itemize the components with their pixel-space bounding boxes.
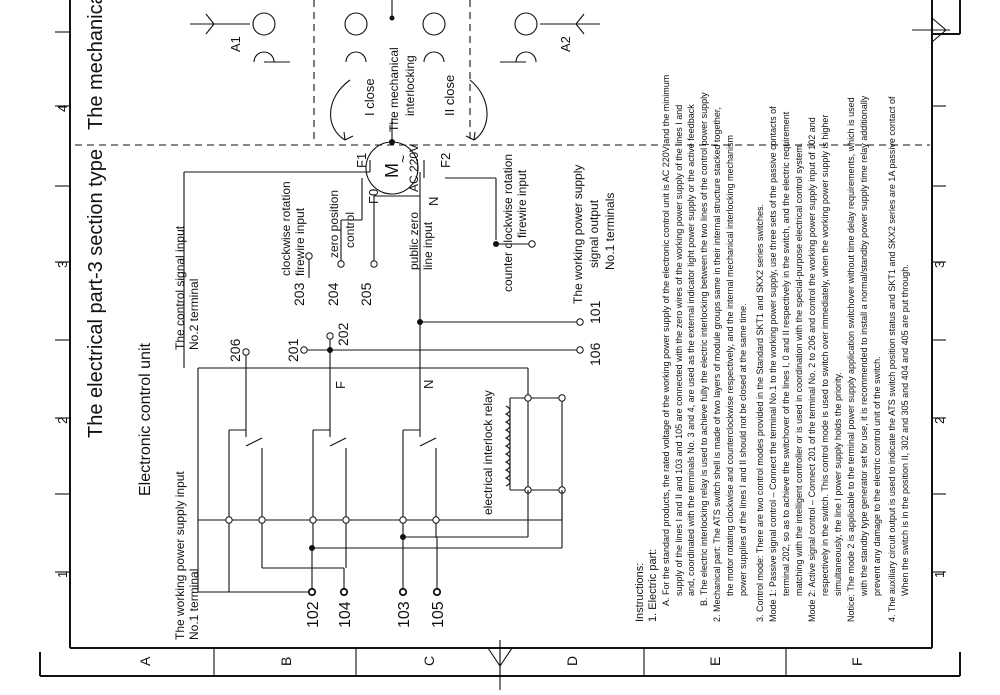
col-num-right-3: 3 [932,261,947,268]
motor [365,0,425,195]
terminal-104-label: 104 [337,601,354,628]
instruction-line-10: Mode 1: Passive signal control – Connect… [768,106,778,622]
interlock-relay [504,394,566,494]
instruction-line-6: 2. Mechanical part: The ATS switch shell… [712,107,722,622]
row-letter-b: B [278,657,294,666]
row-letter-a: A [137,656,153,666]
output-label-1: The working power supply [571,165,585,304]
drawing-frame [39,0,961,690]
terminal-203-label: 203 [291,282,307,306]
instruction-line-19: 4. The auxiliary circuit output is used … [887,96,897,622]
mech-interlock-label-2: interlocking [403,55,417,116]
node-f-label: F [333,381,348,389]
f2-label: F2 [438,153,453,168]
interlock-relay-label: electrical interlock relay [481,390,495,515]
mechanical-section [190,0,600,141]
motor-voltage: AC 220V [407,144,421,192]
col-num-right-1: 1 [932,571,947,578]
instruction-line-20: When the switch is in the position II, 3… [900,264,910,596]
ccw-firewire-label-2: firewire input [515,169,529,238]
control-signal-input-terminal: No.2 terminal [187,279,201,350]
col-num-left-4: 4 [55,105,70,112]
col-num-right-2: 2 [932,417,947,424]
main-title: The electrical part-3 section type [85,149,107,438]
col-num-left-1: 1 [55,571,70,578]
close-ii-label: II close [442,75,457,116]
terminal-103-dot [398,587,408,597]
instruction-line-8: power supplies of the lines I and II sho… [738,303,748,596]
terminal-105-dot [432,587,442,597]
terminal-106-label: 106 [587,342,603,366]
terminal-103-label: 103 [396,601,413,628]
column-numbers: 1 2 3 4 1 2 3 [55,105,947,578]
public-zero-label-2: line input [421,221,435,270]
terminal-102-label: 102 [305,601,322,628]
working-power-input-terminal: No.1 terminal [187,569,201,640]
instruction-line-7: the motor rotating clockwise and counter… [725,135,735,596]
motor-tilde: ~ [395,155,411,163]
terminal-101-label: 101 [587,300,603,324]
instruction-line-4: and, coordinated with the terminals No. … [686,104,696,596]
terminal-206-label: 206 [227,338,243,362]
row-letter-f: F [849,657,865,666]
output-label-3: No.1 terminals [603,193,617,270]
instructions: Instructions: 1. Electric part: A. For t… [634,75,910,622]
motor-symbol: M [382,163,402,178]
control-signal-input-label: The control signal input [173,225,187,350]
instruction-line-16: Notice: The mode 2 is applicable to the … [846,97,856,622]
f0-label: F0 [366,189,381,204]
f1-label: F1 [354,153,369,168]
instruction-line-11: terminal 202, so as to achieve the switc… [781,111,791,596]
supply-wiring [197,490,563,597]
instruction-line-1: 1. Electric part: [647,549,659,622]
mech-interlock-label-1: The mechanical [387,47,401,132]
instruction-line-18: prevent any damage to the electric contr… [872,356,882,596]
ecu-title: Electronic control unit [137,342,154,496]
public-zero-label-1: public zero [407,212,421,270]
close-i-label: I close [362,78,377,116]
row-letters: A B C D E F [137,656,865,666]
instruction-line-14: respectively in the switch. This control… [820,115,830,596]
terminal-102-dot [307,587,317,597]
terminal-202-label: 202 [335,322,351,346]
row-letter-e: E [707,657,723,666]
instruction-line-17: with the standby type generator set for … [859,95,869,597]
relay-contacts [228,368,437,520]
instruction-line-5: B. The electric interlocking relay is us… [699,92,709,606]
terminal-204-label: 204 [325,282,341,306]
cw-firewire-label-2: firewire input [293,207,307,276]
a2-label: A2 [558,36,573,52]
instruction-line-12: matching with the intelligent controller… [794,143,804,596]
motor-n-label: N [426,197,441,206]
col-num-left-2: 2 [55,417,70,424]
instruction-line-13: Mode 2: Active signal control – Connect … [807,117,817,622]
working-power-input-label: The working power supply input [173,471,187,640]
ccw-firewire-label-1: counter clockwise rotation [501,154,515,292]
row-letter-d: D [564,656,580,666]
mechanical-title: The mechanical [85,0,107,130]
col-num-left-3: 3 [55,261,70,268]
terminal-104-dot [339,587,349,597]
terminal-205-label: 205 [358,282,374,306]
zero-position-label-1: zero position [327,190,341,258]
instruction-line-9: 3. Control mode: There are two control m… [755,204,765,622]
instruction-line-3: supply of the lines I and II and 103 and… [674,105,684,596]
row-letter-c: C [421,656,437,666]
control-wiring [183,171,584,368]
instruction-line-15: simultaneously, the line I power supply … [833,372,843,596]
ecu-box [197,367,563,521]
instruction-line-0: Instructions: [634,563,646,622]
cw-firewire-label-1: clockwise rotation [279,181,293,276]
node-n-label: N [421,380,436,389]
output-label-2: signal output [587,199,601,268]
terminal-105-label: 105 [430,601,447,628]
a1-label: A1 [228,36,243,52]
zero-position-label-2: control [343,212,357,248]
instruction-line-2: A. For the standard products, the rated … [661,75,671,606]
terminal-201-label: 201 [285,338,301,362]
